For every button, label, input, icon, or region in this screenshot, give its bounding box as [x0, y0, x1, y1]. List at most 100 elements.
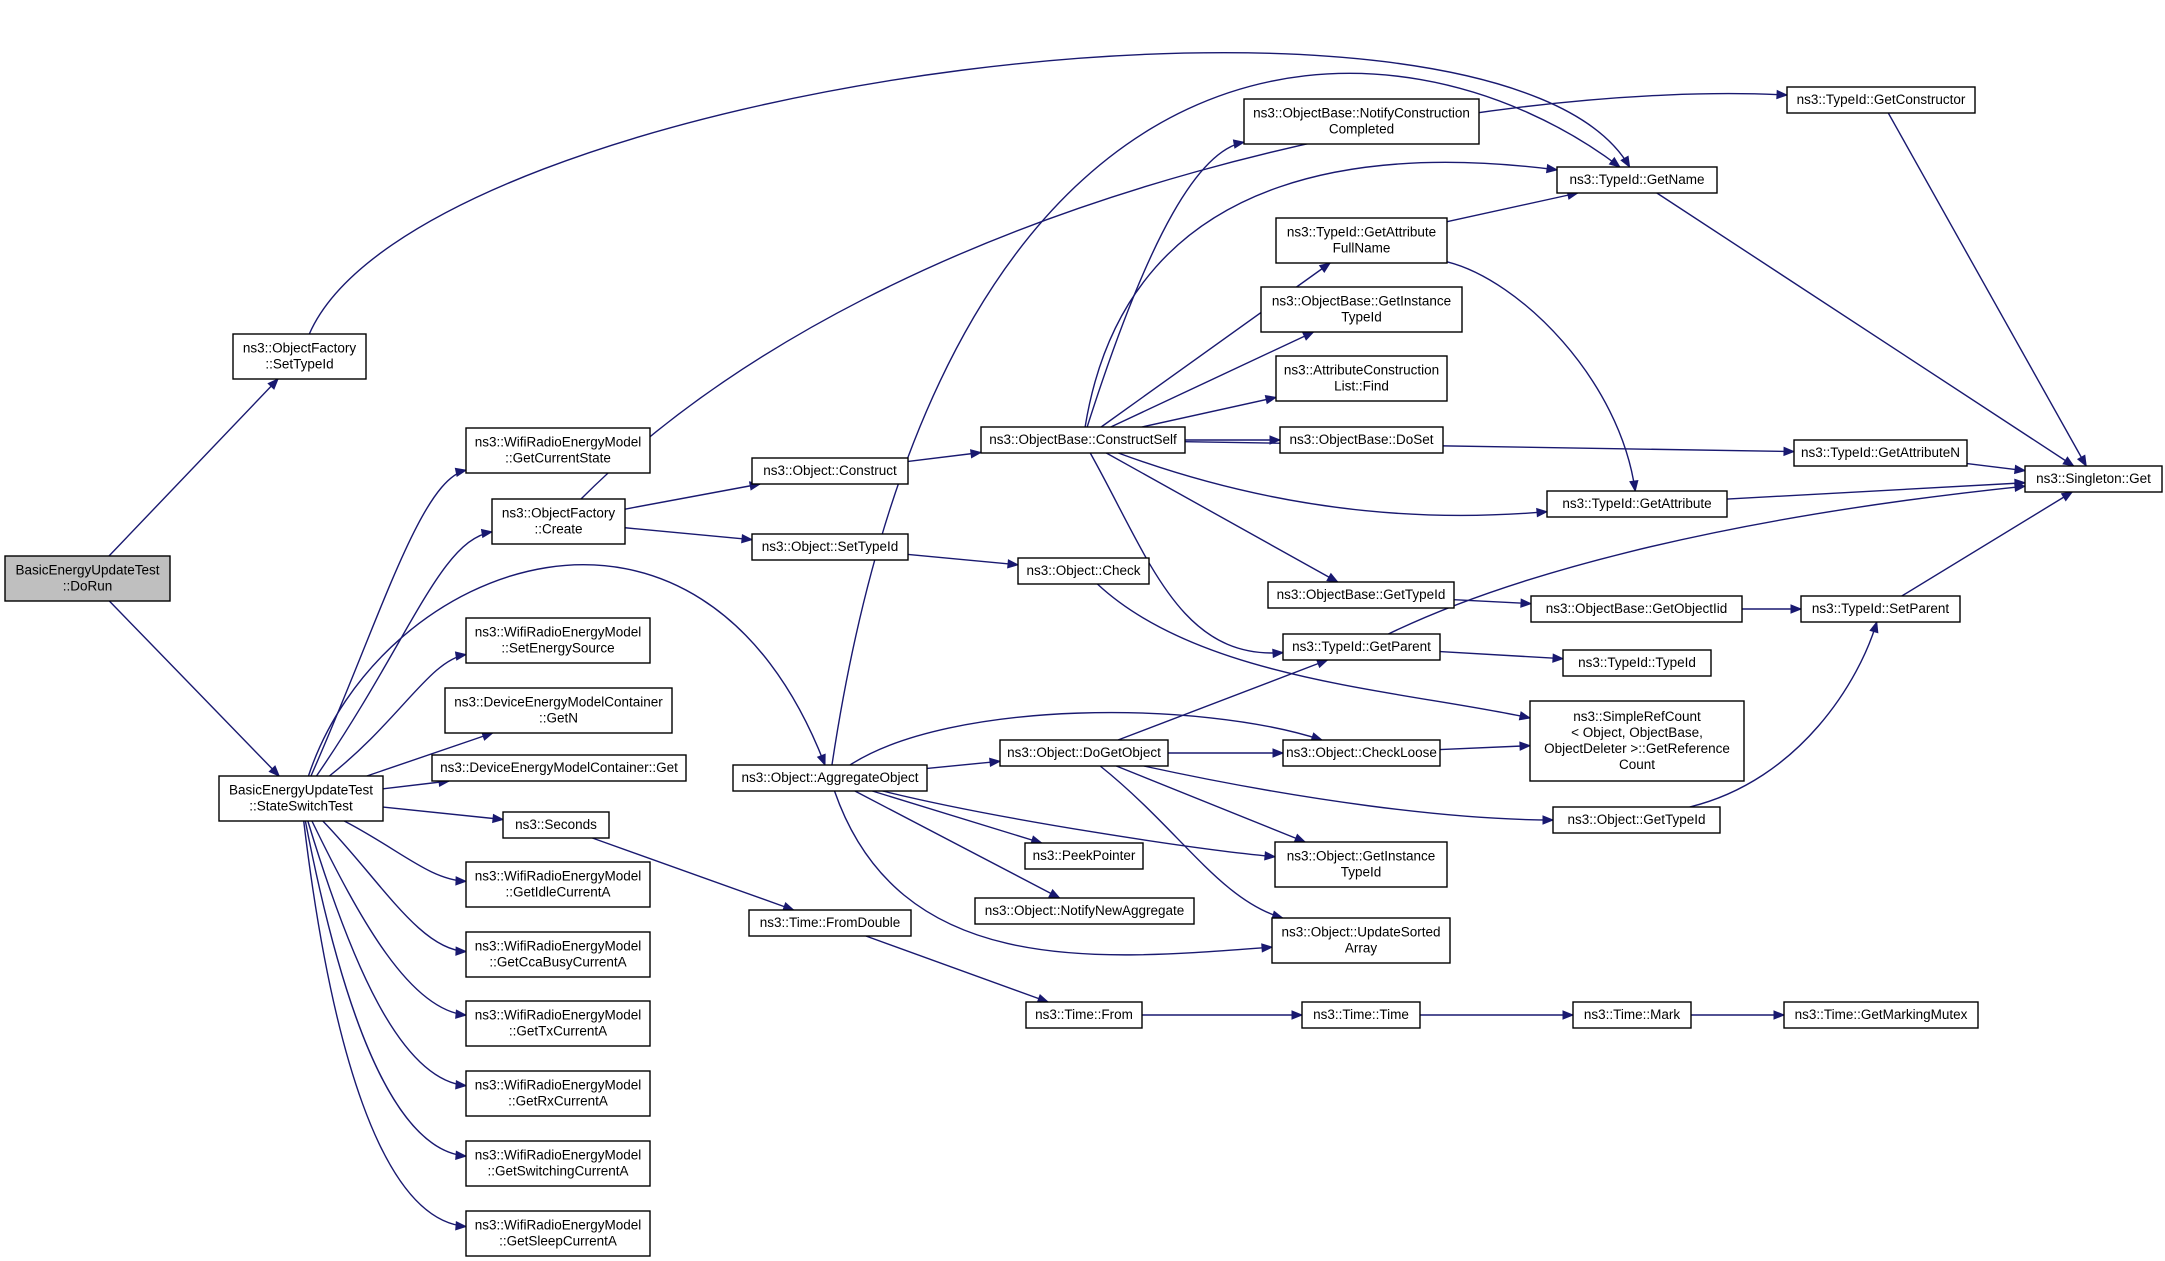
node-getsleep-label-0: ns3::WifiRadioEnergyModel: [475, 1218, 642, 1233]
edge-dogetobject-to-checkloose: [1168, 748, 1285, 758]
node-dorun[interactable]: BasicEnergyUpdateTest::DoRun: [4, 555, 171, 602]
edge-getattribute-to-singleton_get: [1726, 478, 2027, 500]
edge-time_mark-to-getmarkingmutex: [1691, 1010, 1786, 1020]
node-obj_gettypeid[interactable]: ns3::Object::GetTypeId: [1552, 806, 1721, 834]
node-getcurrentstate-label-0: ns3::WifiRadioEnergyModel: [475, 435, 642, 450]
edge-constructself-to-getparent: [1089, 452, 1285, 659]
edge-dogetobject-to-obj_getinstancetypeid: [1116, 765, 1307, 843]
node-setenergysource[interactable]: ns3::WifiRadioEnergyModel::SetEnergySour…: [465, 617, 651, 664]
node-demc_get[interactable]: ns3::DeviceEnergyModelContainer::Get: [431, 754, 687, 782]
node-fromdouble[interactable]: ns3::Time::FromDouble: [748, 909, 912, 937]
node-aggregate-label-0: ns3::Object::AggregateObject: [741, 770, 918, 785]
node-peekpointer-label-0: ns3::PeekPointer: [1033, 848, 1136, 863]
node-singleton_get-label-0: ns3::Singleton::Get: [2036, 471, 2151, 486]
node-doset[interactable]: ns3::ObjectBase::DoSet: [1279, 426, 1444, 454]
edge-constructself-to-getinstancetypeid_ob: [1110, 331, 1315, 428]
node-getobjectiid-label-0: ns3::ObjectBase::GetObjectIid: [1546, 601, 1728, 616]
edge-stateswitch-to-getswitching: [304, 820, 468, 1160]
edge-dogetobject-to-getparent: [1117, 659, 1329, 741]
node-getmarkingmutex[interactable]: ns3::Time::GetMarkingMutex: [1783, 1001, 1979, 1029]
node-of_settypeid[interactable]: ns3::ObjectFactory::SetTypeId: [232, 333, 367, 380]
edge-constructself-to-acl_find: [1141, 395, 1278, 428]
node-doset-label-0: ns3::ObjectBase::DoSet: [1289, 432, 1433, 447]
node-getcurrentstate[interactable]: ns3::WifiRadioEnergyModel::GetCurrentSta…: [465, 427, 651, 474]
edge-of_create-to-obj_construct: [624, 481, 762, 510]
node-time_mark[interactable]: ns3::Time::Mark: [1572, 1001, 1692, 1029]
node-getreferencecount-label-2: ObjectDeleter >::GetReference: [1544, 741, 1730, 756]
node-getswitching[interactable]: ns3::WifiRadioEnergyModel::GetSwitchingC…: [465, 1140, 651, 1187]
node-of_create-label-0: ns3::ObjectFactory: [502, 506, 616, 521]
node-getobjectiid[interactable]: ns3::ObjectBase::GetObjectIid: [1530, 595, 1743, 623]
node-getattribute-label-0: ns3::TypeId::GetAttribute: [1562, 496, 1711, 511]
node-getidle[interactable]: ns3::WifiRadioEnergyModel::GetIdleCurren…: [465, 861, 651, 908]
node-time_from-label-0: ns3::Time::From: [1035, 1007, 1133, 1022]
node-singleton_get[interactable]: ns3::Singleton::Get: [2024, 465, 2163, 493]
node-constructself[interactable]: ns3::ObjectBase::ConstructSelf: [980, 426, 1186, 454]
node-getattrfullname-label-0: ns3::TypeId::GetAttribute: [1287, 225, 1436, 240]
node-setparent[interactable]: ns3::TypeId::SetParent: [1800, 595, 1961, 623]
node-aggregate[interactable]: ns3::Object::AggregateObject: [732, 764, 928, 792]
node-of_create[interactable]: ns3::ObjectFactory::Create: [491, 498, 626, 545]
node-obj_getinstancetypeid-label-1: TypeId: [1341, 865, 1382, 880]
edge-ob_gettypeid-to-getobjectiid: [1453, 598, 1533, 608]
edge-getparent-to-typeid_typeid: [1439, 650, 1565, 663]
node-setenergysource-label-1: ::SetEnergySource: [501, 641, 614, 656]
node-getrx-label-0: ns3::WifiRadioEnergyModel: [475, 1078, 642, 1093]
edge-obj_settypeid-to-obj_check: [907, 553, 1020, 569]
node-obj_check[interactable]: ns3::Object::Check: [1017, 557, 1150, 585]
node-acl_find-label-1: List::Find: [1334, 379, 1389, 394]
node-getreferencecount[interactable]: ns3::SimpleRefCount< Object, ObjectBase,…: [1529, 700, 1745, 782]
call-graph-nodes: BasicEnergyUpdateTest::DoRun ns3::ObjectF…: [4, 86, 2163, 1257]
node-getconstructor[interactable]: ns3::TypeId::GetConstructor: [1786, 86, 1976, 114]
node-getattribute[interactable]: ns3::TypeId::GetAttribute: [1546, 490, 1728, 518]
edge-checkloose-to-getreferencecount: [1439, 741, 1532, 751]
node-getmarkingmutex-label-0: ns3::Time::GetMarkingMutex: [1795, 1007, 1968, 1022]
node-dogetobject[interactable]: ns3::Object::DoGetObject: [999, 739, 1169, 767]
node-getsleep[interactable]: ns3::WifiRadioEnergyModel::GetSleepCurre…: [465, 1210, 651, 1257]
node-peekpointer[interactable]: ns3::PeekPointer: [1024, 842, 1144, 870]
node-checkloose[interactable]: ns3::Object::CheckLoose: [1282, 739, 1441, 767]
edge-of_create-to-getconstructor: [580, 89, 1789, 500]
edge-aggregate-to-getname: [831, 72, 1621, 766]
node-fromdouble-label-0: ns3::Time::FromDouble: [760, 915, 901, 930]
edge-stateswitch-to-gettx: [311, 820, 468, 1019]
node-notifyconstruction[interactable]: ns3::ObjectBase::NotifyConstructionCompl…: [1243, 98, 1480, 145]
node-obj_construct[interactable]: ns3::Object::Construct: [751, 457, 909, 485]
node-getrx[interactable]: ns3::WifiRadioEnergyModel::GetRxCurrentA: [465, 1070, 651, 1117]
edge-time_time-to-time_mark: [1420, 1010, 1575, 1020]
edge-of_create-to-obj_settypeid: [624, 527, 754, 544]
node-getswitching-label-0: ns3::WifiRadioEnergyModel: [475, 1148, 642, 1163]
node-time_from[interactable]: ns3::Time::From: [1025, 1001, 1143, 1029]
node-notifynewagg-label-0: ns3::Object::NotifyNewAggregate: [985, 903, 1185, 918]
node-getattributen[interactable]: ns3::TypeId::GetAttributeN: [1793, 439, 1968, 467]
node-getccabusy[interactable]: ns3::WifiRadioEnergyModel::GetCcaBusyCur…: [465, 931, 651, 978]
node-seconds[interactable]: ns3::Seconds: [502, 811, 610, 839]
edge-getconstructor-to-singleton_get: [1887, 112, 2087, 468]
node-gettx[interactable]: ns3::WifiRadioEnergyModel::GetTxCurrentA: [465, 1000, 651, 1047]
node-of_create-label-1: ::Create: [534, 522, 582, 537]
node-getname[interactable]: ns3::TypeId::GetName: [1556, 166, 1718, 194]
node-getswitching-label-1: ::GetSwitchingCurrentA: [487, 1164, 628, 1179]
edge-stateswitch-to-seconds: [382, 806, 505, 824]
node-notifyconstruction-label-1: Completed: [1329, 122, 1394, 137]
node-ob_gettypeid[interactable]: ns3::ObjectBase::GetTypeId: [1267, 581, 1455, 609]
node-getsleep-label-1: ::GetSleepCurrentA: [499, 1234, 617, 1249]
node-getparent[interactable]: ns3::TypeId::GetParent: [1282, 633, 1441, 661]
node-getrx-label-1: ::GetRxCurrentA: [508, 1094, 608, 1109]
node-typeid_typeid[interactable]: ns3::TypeId::TypeId: [1562, 649, 1712, 677]
node-obj_getinstancetypeid-label-0: ns3::Object::GetInstance: [1287, 849, 1436, 864]
node-notifynewagg[interactable]: ns3::Object::NotifyNewAggregate: [974, 897, 1195, 925]
node-time_time[interactable]: ns3::Time::Time: [1301, 1001, 1421, 1029]
edge-time_from-to-time_time: [1142, 1010, 1304, 1020]
node-getname-label-0: ns3::TypeId::GetName: [1569, 172, 1704, 187]
edge-constructself-to-getattribute: [1118, 452, 1549, 518]
node-stateswitch[interactable]: BasicEnergyUpdateTest::StateSwitchTest: [218, 775, 384, 822]
node-obj_settypeid[interactable]: ns3::Object::SetTypeId: [751, 533, 909, 561]
node-getattrfullname-label-1: FullName: [1333, 241, 1391, 256]
node-demc_getn[interactable]: ns3::DeviceEnergyModelContainer::GetN: [444, 687, 673, 734]
